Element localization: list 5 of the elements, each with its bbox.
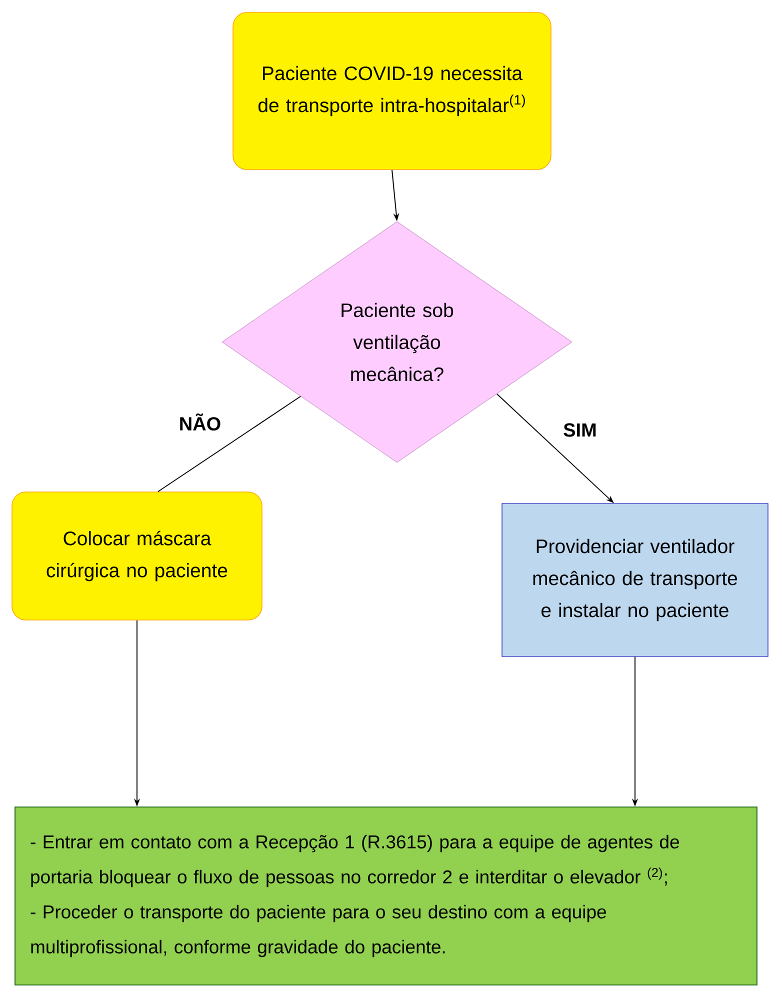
edge-label: NÃO <box>178 412 222 432</box>
process-box: Colocar máscara cirúrgica no paciente <box>12 492 262 620</box>
start-box: Paciente COVID-19 necessita de transporte intra-hospitalar$^{(1)}$ <box>232 12 552 170</box>
action-box: - Entrar em contato com a Recepção 1 (R.3615) para a equipe de agentes de portaria bloquear o fluxo de pessoas no corredor 2 e interditar o elevador $^{(2)}$; - Proceder o transporte do paciente para o seu destino com a equipe multiprofissional, conforme gravidade do paciente. <box>14 806 758 986</box>
process-box: Providenciar ventilador mecânico de transporte e instalar no paciente <box>502 503 768 657</box>
